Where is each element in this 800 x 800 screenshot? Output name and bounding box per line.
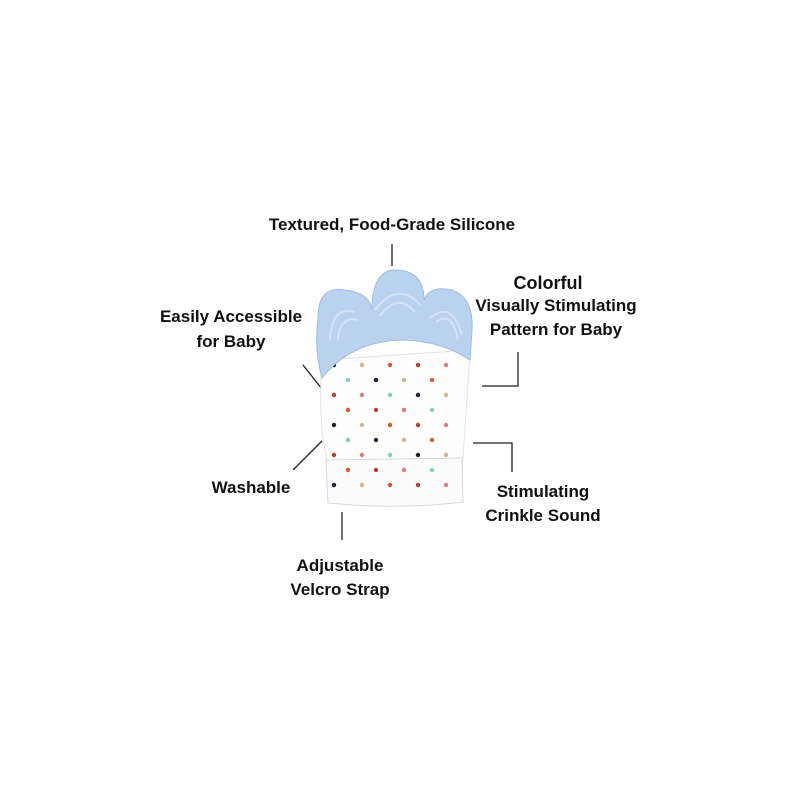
polka-dot <box>429 407 435 413</box>
polka-dot <box>401 467 407 473</box>
polka-dot <box>415 362 421 368</box>
polka-dot <box>387 452 393 458</box>
label-strap-line1: Adjustable <box>296 556 384 575</box>
polka-dot <box>429 437 435 443</box>
label-crinkle-line2: Crinkle Sound <box>485 506 601 525</box>
callout-lines <box>292 244 519 540</box>
polka-dot <box>443 452 449 458</box>
callout-line-crinkle <box>473 442 513 472</box>
polka-dot <box>443 482 449 488</box>
polka-dot <box>373 377 379 383</box>
label-accessible-line2: for Baby <box>196 332 266 351</box>
polka-dot <box>401 407 407 413</box>
label-colorful-line1: Visually Stimulating <box>475 296 637 315</box>
label-colorful-line2: Pattern for Baby <box>489 320 623 339</box>
silicone-texture <box>329 292 463 341</box>
polka-dot-pattern <box>331 362 449 488</box>
polka-dot <box>359 422 365 428</box>
label-silicone: Textured, Food-Grade Silicone <box>268 215 516 234</box>
label-strap-line2: Velcro Strap <box>290 580 390 599</box>
polka-dot <box>415 392 421 398</box>
polka-dot <box>331 422 337 428</box>
polka-dot <box>387 422 393 428</box>
polka-dot <box>401 437 407 443</box>
polka-dot <box>415 452 421 458</box>
polka-dot <box>415 422 421 428</box>
polka-dot <box>415 482 421 488</box>
polka-dot <box>373 407 379 413</box>
polka-dot <box>331 452 337 458</box>
callout-line-colorful <box>482 352 519 387</box>
polka-dot <box>345 377 351 383</box>
polka-dot <box>345 467 351 473</box>
label-crinkle-line1: Stimulating <box>496 482 590 501</box>
polka-dot <box>443 422 449 428</box>
polka-dot <box>331 392 337 398</box>
polka-dot <box>401 377 407 383</box>
polka-dot <box>345 407 351 413</box>
velcro-strap <box>325 457 464 507</box>
label-washable: Washable <box>211 478 291 497</box>
polka-dot <box>443 362 449 368</box>
polka-dot <box>359 362 365 368</box>
label-accessible-line1: Easily Accessible <box>159 307 303 326</box>
polka-dot <box>387 482 393 488</box>
polka-dot <box>429 377 435 383</box>
polka-dot <box>387 392 393 398</box>
polka-dot <box>331 482 337 488</box>
label-colorful-title: Colorful <box>513 273 583 293</box>
polka-dot <box>373 437 379 443</box>
polka-dot <box>359 482 365 488</box>
callout-line-washable <box>292 440 323 471</box>
polka-dot <box>429 467 435 473</box>
polka-dot <box>373 467 379 473</box>
callout-line-accessible <box>302 364 323 390</box>
polka-dot <box>359 452 365 458</box>
silicone-teether <box>316 269 473 380</box>
polka-dot <box>359 392 365 398</box>
polka-dot <box>387 362 393 368</box>
polka-dot <box>345 437 351 443</box>
polka-dot <box>443 392 449 398</box>
